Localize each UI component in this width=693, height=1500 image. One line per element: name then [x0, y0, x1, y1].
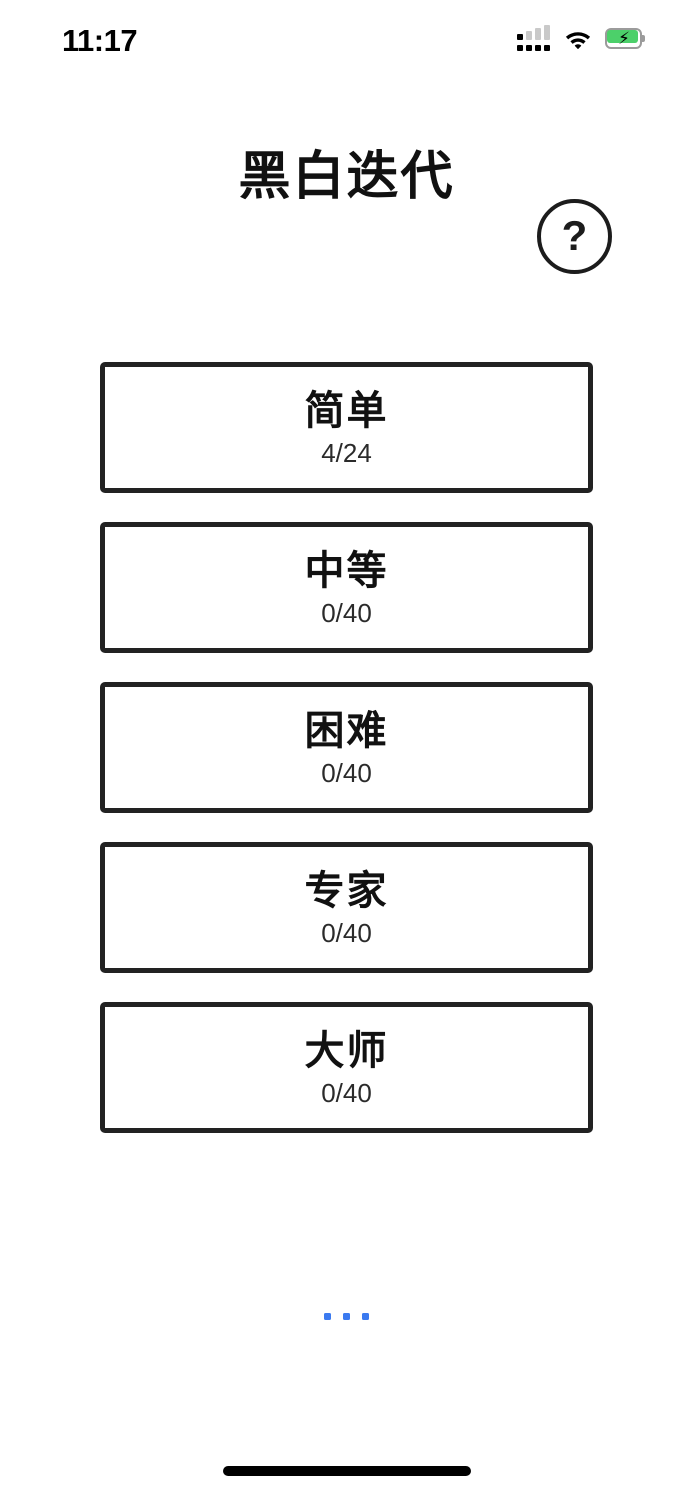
signal-dots: [517, 45, 550, 51]
more-dots-icon[interactable]: [0, 1313, 693, 1320]
difficulty-button-master[interactable]: 大师 0/40: [100, 1002, 593, 1133]
difficulty-label: 简单: [304, 388, 389, 433]
difficulty-progress: 4/24: [321, 437, 372, 468]
status-icons: ⚡: [517, 25, 645, 51]
battery-charging-icon: ⚡: [605, 27, 645, 49]
wifi-icon: [564, 28, 592, 49]
home-indicator[interactable]: [222, 1466, 471, 1476]
charging-bolt-icon: ⚡: [618, 28, 630, 48]
difficulty-label: 困难: [304, 708, 389, 753]
question-mark-icon: ?: [561, 211, 588, 259]
difficulty-list: 简单 4/24 中等 0/40 困难 0/40 专家 0/40 大师 0/40: [100, 362, 593, 1162]
difficulty-progress: 0/40: [321, 597, 372, 628]
page-title: 黑白迭代: [238, 148, 455, 206]
cellular-signal-icon: [517, 25, 551, 51]
difficulty-progress: 0/40: [321, 757, 372, 788]
difficulty-progress: 0/40: [321, 917, 372, 948]
difficulty-button-medium[interactable]: 中等 0/40: [100, 522, 593, 653]
difficulty-button-hard[interactable]: 困难 0/40: [100, 682, 593, 813]
difficulty-label: 中等: [304, 548, 389, 593]
help-button[interactable]: ?: [537, 199, 612, 274]
status-time: 11:17: [62, 23, 138, 58]
difficulty-label: 大师: [304, 1028, 389, 1073]
status-bar: 11:17 ⚡: [0, 0, 693, 76]
difficulty-button-easy[interactable]: 简单 4/24: [100, 362, 593, 493]
signal-bars: [517, 25, 550, 40]
difficulty-progress: 0/40: [321, 1077, 372, 1108]
difficulty-label: 专家: [304, 868, 389, 913]
difficulty-button-expert[interactable]: 专家 0/40: [100, 842, 593, 973]
